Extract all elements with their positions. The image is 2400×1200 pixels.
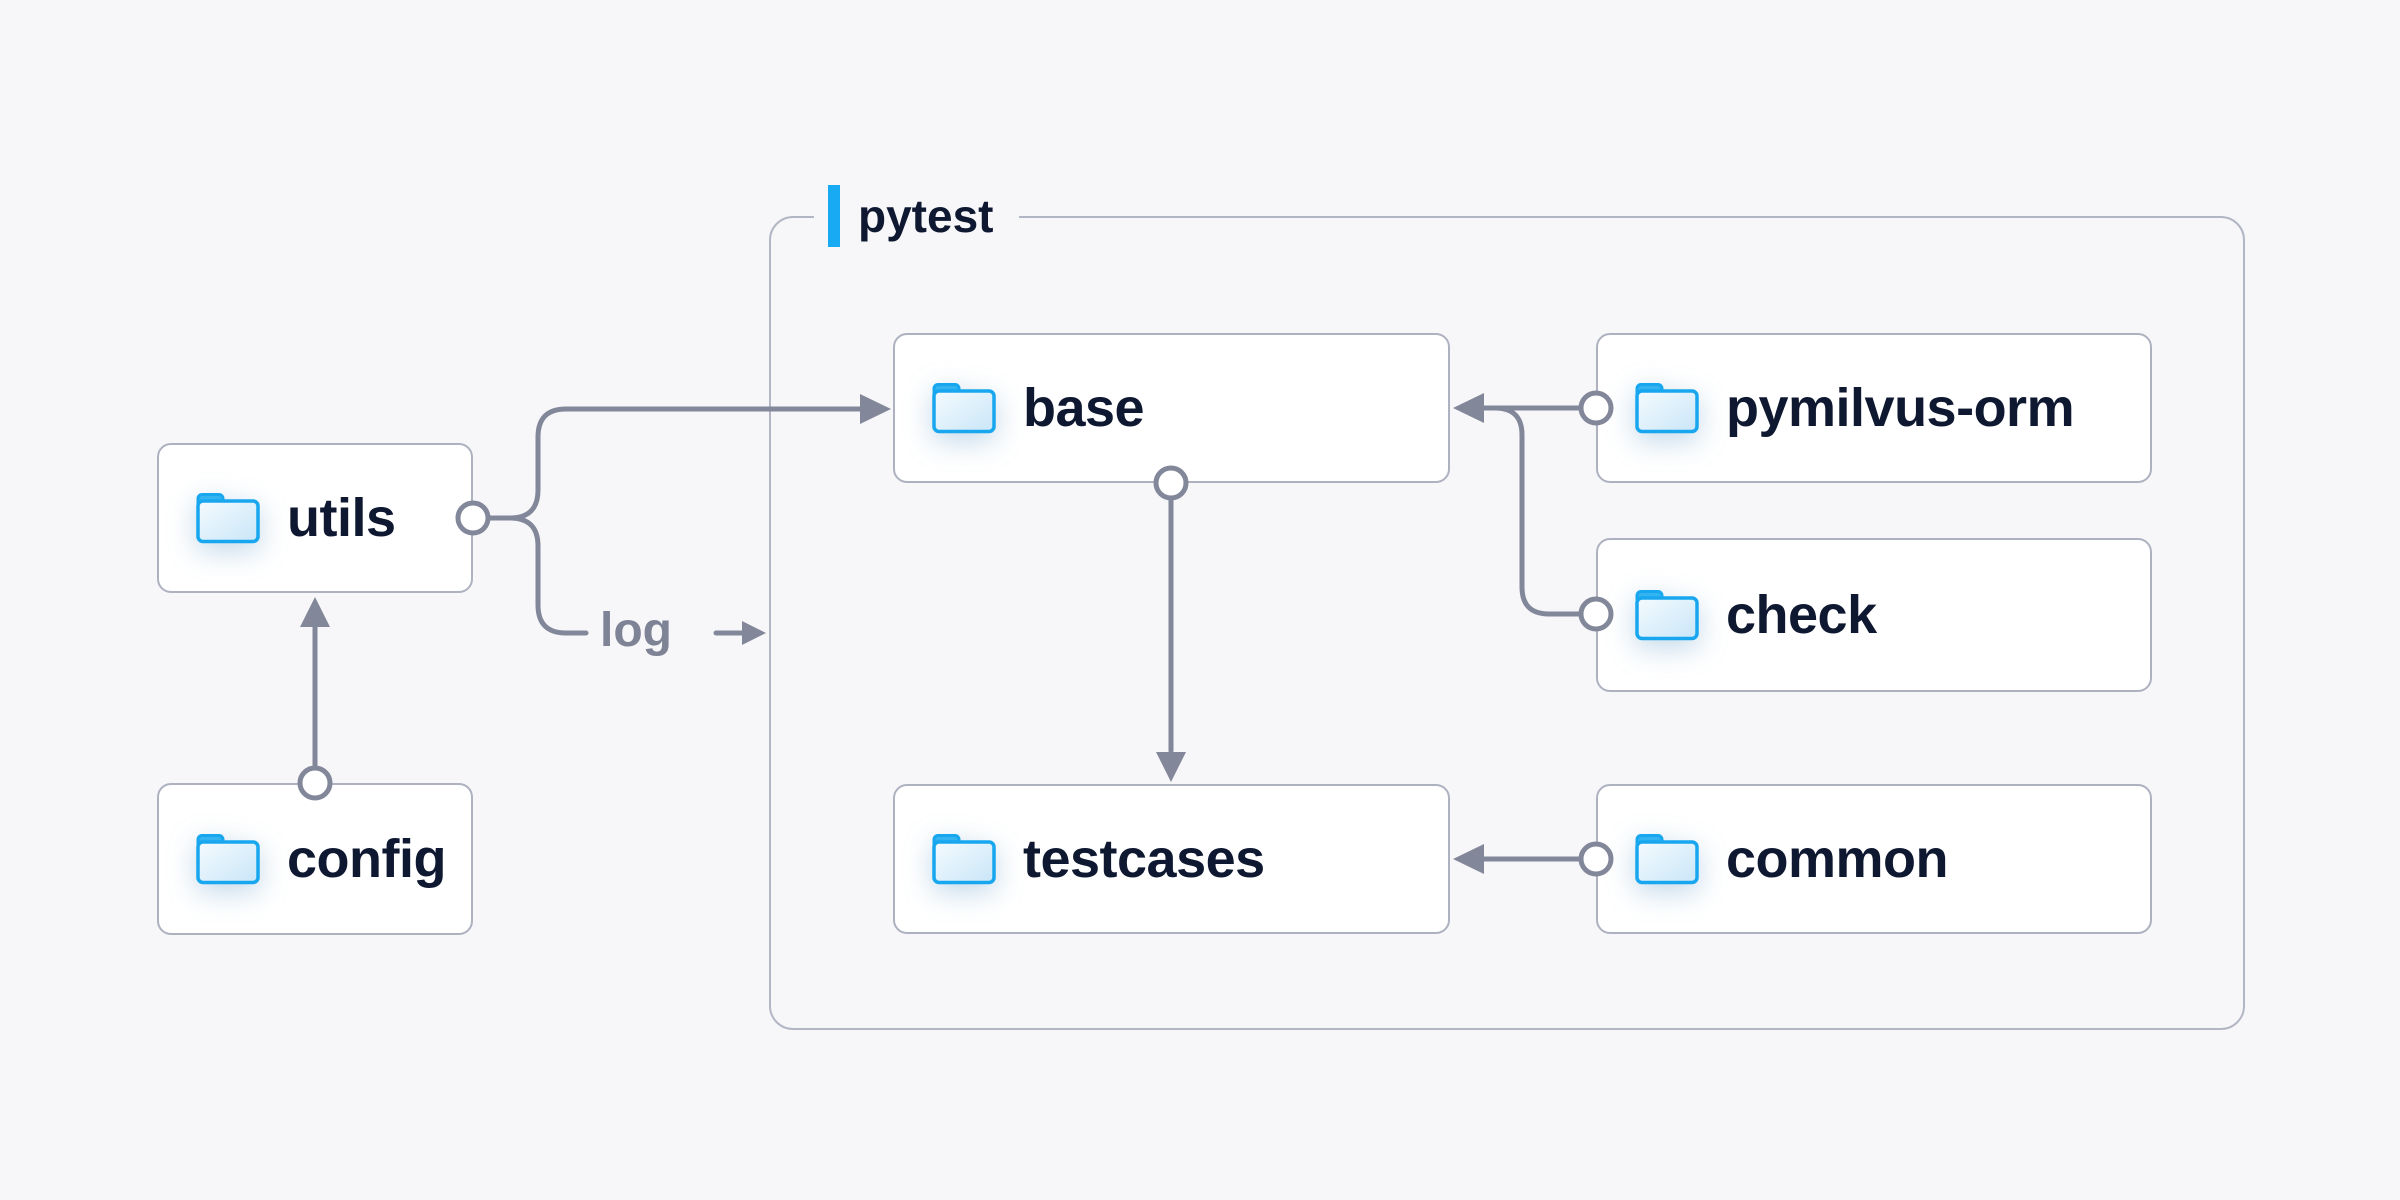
node-testcases: testcases — [893, 784, 1450, 934]
node-label: base — [1023, 378, 1145, 438]
node-label: testcases — [1023, 829, 1265, 889]
folder-icon — [1635, 590, 1699, 641]
node-label: utils — [287, 488, 396, 548]
node-check: check — [1596, 538, 2152, 692]
node-config: config — [157, 783, 473, 935]
pytest-accent-bar — [828, 185, 840, 247]
arrowhead-config-utils — [300, 597, 330, 627]
folder-icon — [1635, 383, 1699, 434]
folder-icon — [196, 834, 260, 885]
edge-utils-log — [507, 515, 589, 636]
node-base: base — [893, 333, 1450, 483]
log-arrowhead — [742, 621, 766, 645]
edge-label-log: log — [600, 604, 672, 658]
folder-icon — [1635, 834, 1699, 885]
pytest-label: pytest — [814, 185, 1020, 247]
node-label: common — [1726, 829, 1949, 889]
node-label: config — [287, 829, 446, 889]
node-common: common — [1596, 784, 2152, 934]
folder-icon — [932, 834, 996, 885]
folder-icon — [196, 493, 260, 544]
node-label: check — [1726, 585, 1877, 645]
node-utils: utils — [157, 443, 473, 593]
node-label: pymilvus-orm — [1726, 378, 2075, 438]
pytest-group-box — [769, 216, 2245, 1030]
pytest-label-text: pytest — [858, 190, 994, 242]
node-pymilvus-orm: pymilvus-orm — [1596, 333, 2152, 483]
folder-icon — [932, 383, 996, 434]
